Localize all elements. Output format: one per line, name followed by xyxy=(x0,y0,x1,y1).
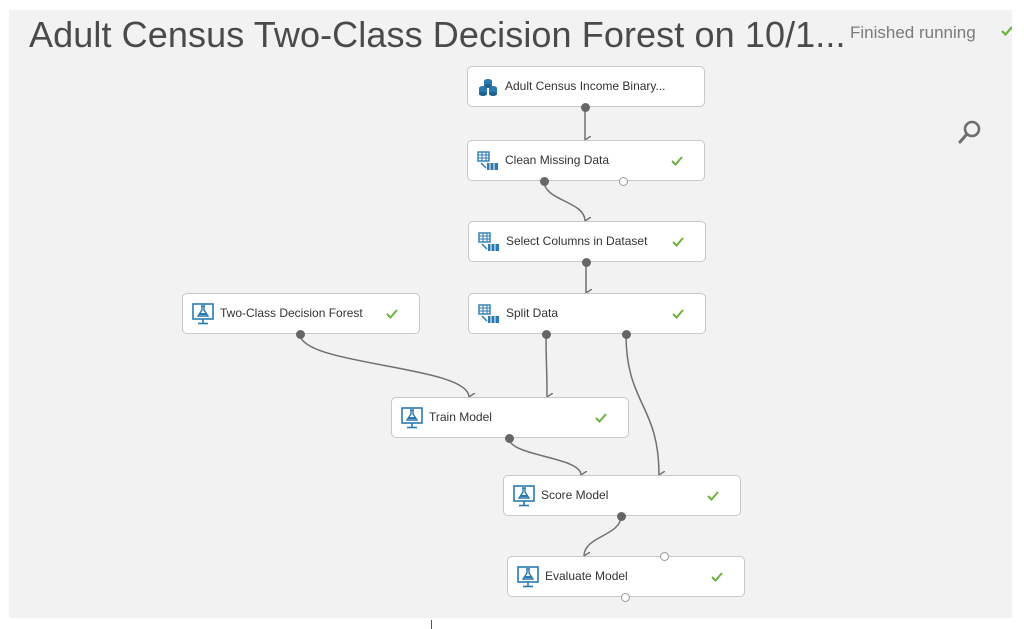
connection-train-to-score[interactable] xyxy=(508,437,581,475)
output-port[interactable] xyxy=(295,329,305,339)
data-transform-icon xyxy=(478,232,499,251)
connection-score-to-evaluate[interactable] xyxy=(584,515,622,556)
module-label: Adult Census Income Binary... xyxy=(505,79,666,93)
data-transform-icon xyxy=(477,151,498,170)
module-evaluate[interactable]: Evaluate Model xyxy=(507,556,745,597)
output-port[interactable] xyxy=(616,511,626,521)
checkmark-icon xyxy=(672,309,684,319)
connection-forest-to-train[interactable] xyxy=(299,333,469,397)
search-icon[interactable] xyxy=(956,118,984,146)
output-port[interactable] xyxy=(504,433,514,443)
dataset-icon xyxy=(479,79,497,96)
module-split[interactable]: Split Data xyxy=(468,293,706,334)
output-port[interactable] xyxy=(541,329,551,339)
output-port[interactable] xyxy=(581,257,591,267)
output-port[interactable] xyxy=(580,102,590,112)
model-icon xyxy=(513,485,535,507)
module-label: Select Columns in Dataset xyxy=(506,234,648,248)
checkmark-icon xyxy=(595,413,607,423)
checkmark-icon xyxy=(1001,26,1012,37)
module-label: Train Model xyxy=(429,410,492,424)
module-label: Score Model xyxy=(541,488,609,502)
module-label: Split Data xyxy=(506,306,559,320)
run-status-text: Finished running xyxy=(850,23,976,42)
module-label: Evaluate Model xyxy=(545,569,628,583)
output-port[interactable] xyxy=(621,329,631,339)
input-port[interactable] xyxy=(659,551,669,561)
module-clean[interactable]: Clean Missing Data xyxy=(467,140,705,181)
checkmark-icon xyxy=(711,572,723,582)
connection-clean-to-select[interactable] xyxy=(543,180,585,221)
checkmark-icon xyxy=(671,156,683,166)
connection-split-to-train[interactable] xyxy=(545,333,547,397)
model-icon xyxy=(192,303,214,325)
model-icon xyxy=(401,407,423,429)
output-port[interactable] xyxy=(539,176,549,186)
module-select[interactable]: Select Columns in Dataset xyxy=(468,221,706,262)
module-label: Two-Class Decision Forest xyxy=(220,306,363,320)
model-icon xyxy=(517,566,539,588)
divider xyxy=(431,620,432,629)
experiment-title: Adult Census Two-Class Decision Forest o… xyxy=(29,14,846,55)
experiment-canvas[interactable]: Adult Census Two-Class Decision Forest o… xyxy=(9,10,1012,618)
checkmark-icon xyxy=(672,237,684,247)
module-score[interactable]: Score Model xyxy=(503,475,741,516)
module-dataset[interactable]: Adult Census Income Binary... xyxy=(467,66,705,107)
module-label: Clean Missing Data xyxy=(505,153,610,167)
checkmark-icon xyxy=(386,309,398,319)
connection-split-to-score[interactable] xyxy=(625,333,659,475)
module-forest[interactable]: Two-Class Decision Forest xyxy=(182,293,420,334)
checkmark-icon xyxy=(707,491,719,501)
output-port[interactable] xyxy=(618,176,628,186)
module-train[interactable]: Train Model xyxy=(391,397,629,438)
data-transform-icon xyxy=(478,304,499,323)
output-port[interactable] xyxy=(620,592,630,602)
